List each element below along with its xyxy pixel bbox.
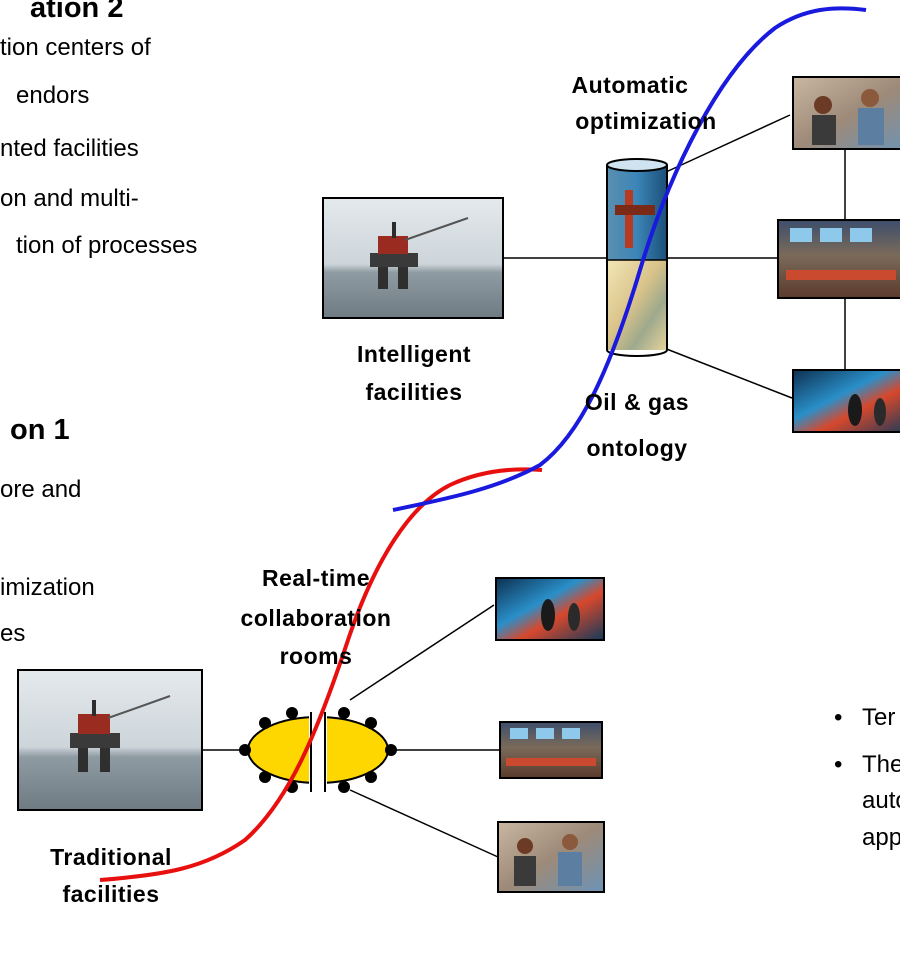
gen1-item-2: imization [0, 574, 95, 601]
intelligent-facility-image [322, 197, 504, 319]
collaboration-room-symbol [239, 707, 397, 793]
gen1-heading: on 1 [10, 414, 70, 446]
label-automatic: Automatic [571, 72, 689, 98]
bullet-text-2c: app [862, 824, 900, 851]
gen1-red-curve [99, 467, 543, 882]
control-room-image-middle [777, 219, 900, 299]
gen1-item-3: es [0, 620, 26, 647]
label-rooms: rooms [279, 643, 353, 669]
visualization-image-gen1 [495, 577, 605, 641]
visualization-image-bottom [792, 369, 900, 433]
office-image-top [792, 76, 900, 150]
label-intelligent: Intelligent [356, 341, 472, 367]
gen2-item-4: on and multi- [0, 185, 139, 212]
gen2-item-1: tion centers of [0, 34, 151, 61]
gen2-blue-curve [392, 6, 867, 512]
gen1-item-1: ore and [0, 476, 82, 503]
gen2-item-2: endors [16, 82, 90, 109]
bullet-text-2a: The [862, 751, 900, 778]
gen2-heading: ation 2 [30, 0, 124, 24]
label-collaboration: collaboration [240, 605, 392, 631]
label-real-time: Real-time [261, 565, 371, 591]
label-traditional: Traditional [50, 844, 172, 870]
control-room-image-gen1 [499, 721, 603, 779]
ontology-cylinder [606, 158, 668, 357]
gen2-item-3: nted facilities [0, 135, 139, 162]
label-optimization: optimization [575, 108, 717, 134]
label-facilities-gen2: facilities [365, 379, 463, 405]
label-oil-gas: Oil & gas [584, 389, 690, 415]
bullet-dot-2: • [834, 751, 843, 778]
bullet-text-2b: auto [862, 787, 900, 814]
bullet-text-1: Ter [862, 704, 896, 731]
label-ontology: ontology [586, 435, 688, 461]
connector-lines [202, 114, 846, 858]
bullet-dot-1: • [834, 704, 843, 731]
gen2-item-5: tion of processes [16, 232, 198, 259]
label-facilities-gen1: facilities [62, 881, 160, 907]
traditional-facility-image [17, 669, 203, 811]
office-image-gen1 [497, 821, 605, 893]
